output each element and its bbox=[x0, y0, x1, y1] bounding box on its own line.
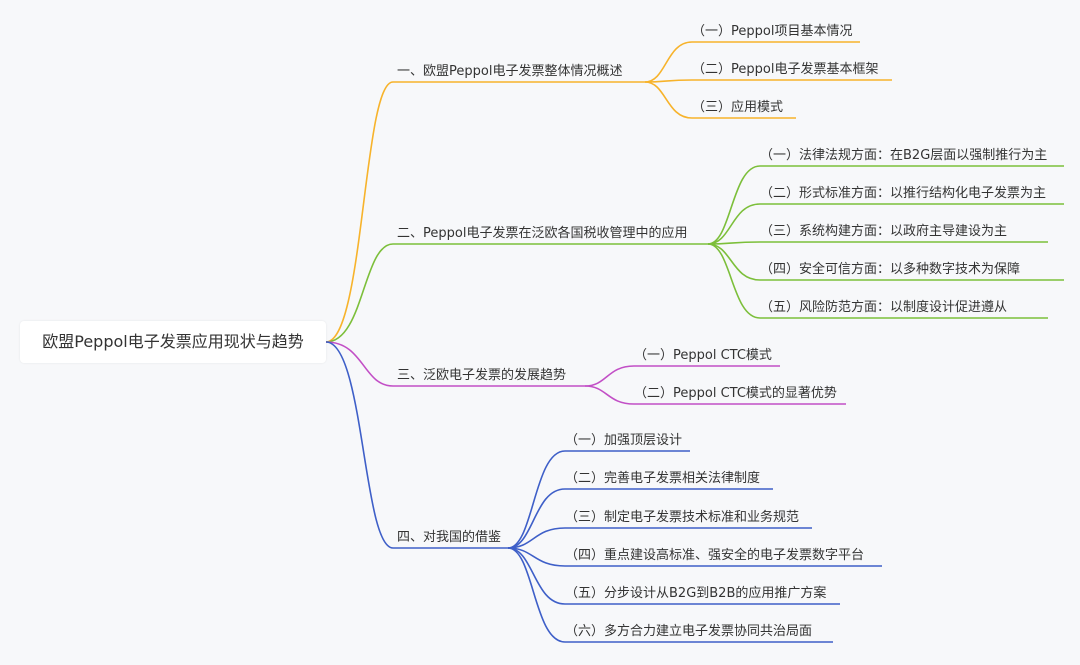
branch-4-item-6-connector bbox=[507, 547, 833, 643]
branch-4-item-3[interactable]: （三）制定电子发票技术标准和业务规范 bbox=[565, 510, 800, 525]
branch-2-item-1-connector bbox=[707, 165, 1064, 245]
branch-4-item-3-connector bbox=[507, 527, 812, 549]
branch-4-item-6[interactable]: （六）多方合力建立电子发票协同共治局面 bbox=[565, 624, 813, 639]
branch-3-label[interactable]: 三、泛欧电子发票的发展趋势 bbox=[397, 368, 567, 383]
branch-3-item-1[interactable]: （一）Peppol CTC模式 bbox=[634, 348, 772, 363]
branch-3-item-2-connector bbox=[584, 385, 846, 405]
branch-3-connector bbox=[325, 341, 585, 387]
branch-2-item-3[interactable]: （三）系统构建方面：以政府主导建设为主 bbox=[760, 224, 1008, 239]
branch-1-label[interactable]: 一、欧盟Peppol电子发票整体情况概述 bbox=[397, 64, 623, 79]
branch-1-connector bbox=[325, 81, 645, 343]
branch-4-item-1-connector bbox=[507, 450, 690, 549]
branch-4-item-2[interactable]: （二）完善电子发票相关法律制度 bbox=[565, 471, 761, 486]
branch-1-item-1[interactable]: （一）Peppol项目基本情况 bbox=[692, 24, 853, 39]
branch-2-item-4[interactable]: （四）安全可信方面：以多种数字技术为保障 bbox=[760, 262, 1021, 277]
branch-1-item-3-connector bbox=[644, 81, 796, 119]
branch-2-item-1[interactable]: （一）法律法规方面：在B2G层面以强制推行为主 bbox=[760, 148, 1048, 163]
branch-4-item-4-connector bbox=[507, 547, 882, 567]
branch-2-item-3-connector bbox=[707, 241, 1048, 245]
branch-4-item-2-connector bbox=[507, 488, 773, 549]
branch-4-item-5-connector bbox=[507, 547, 840, 605]
root-node[interactable]: 欧盟Peppol电子发票应用现状与趋势 bbox=[20, 321, 326, 363]
branch-1-item-2-connector bbox=[644, 79, 892, 83]
branch-2-connector bbox=[325, 243, 708, 343]
branch-4-label[interactable]: 四、对我国的借鉴 bbox=[397, 530, 502, 545]
branch-2-item-5-connector bbox=[707, 243, 1048, 319]
branch-4-item-4[interactable]: （四）重点建设高标准、强安全的电子发票数字平台 bbox=[565, 548, 865, 563]
branch-2-item-4-connector bbox=[707, 243, 1064, 281]
connector-lines bbox=[325, 41, 1064, 643]
branch-1-item-1-connector bbox=[644, 41, 860, 83]
branch-1-item-2[interactable]: （二）Peppol电子发票基本框架 bbox=[692, 62, 879, 77]
branch-3-item-1-connector bbox=[584, 365, 780, 387]
branch-1-item-3[interactable]: （三）应用模式 bbox=[692, 100, 784, 115]
branch-4-item-1[interactable]: （一）加强顶层设计 bbox=[565, 433, 683, 448]
branch-4-connector bbox=[325, 341, 508, 549]
branch-2-item-2[interactable]: （二）形式标准方面：以推行结构化电子发票为主 bbox=[760, 186, 1047, 201]
branch-2-label[interactable]: 二、Peppol电子发票在泛欧各国税收管理中的应用 bbox=[397, 226, 688, 241]
branch-2-item-2-connector bbox=[707, 203, 1064, 245]
branch-2-item-5[interactable]: （五）风险防范方面：以制度设计促进遵从 bbox=[760, 300, 1008, 315]
branch-3-item-2[interactable]: （二）Peppol CTC模式的显著优势 bbox=[634, 386, 837, 401]
branch-4-item-5[interactable]: （五）分步设计从B2G到B2B的应用推广方案 bbox=[565, 586, 827, 601]
